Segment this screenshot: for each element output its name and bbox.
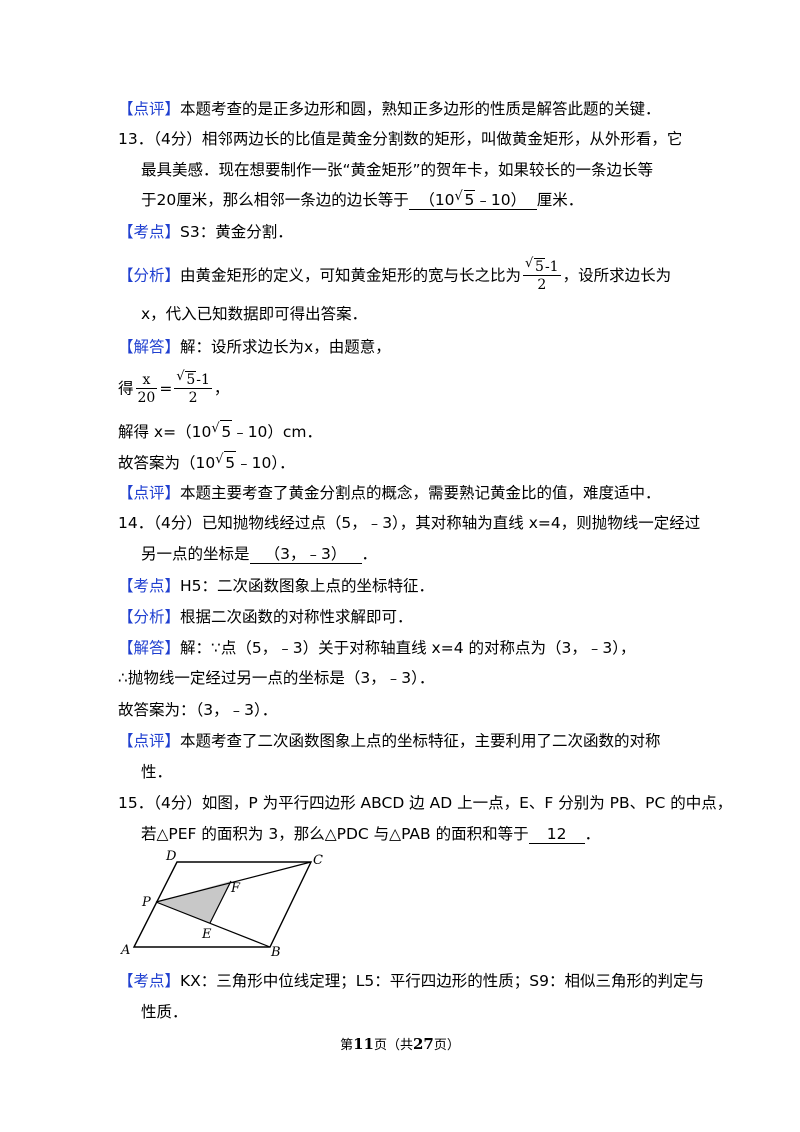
q15-kaodian2: 性质．: [141, 1003, 188, 1021]
q13-de: 得: [118, 379, 134, 398]
q13-line1: 13．（4分）相邻两边长的比值是黄金分割数的矩形，叫做黄金矩形，从外形看，它: [118, 130, 683, 148]
page-total: 27: [413, 1035, 434, 1053]
kaodian-tag: 【考点】: [118, 223, 181, 241]
q14-answer-blank: （3，﹣3）: [249, 545, 362, 564]
page-number: 11: [353, 1035, 374, 1053]
dianping-tag: 【点评】: [118, 100, 181, 118]
q13-kaodian-text: S3：黄金分割．: [180, 223, 293, 241]
q13-fenxi-pre: 由黄金矩形的定义，可知黄金矩形的宽与长之比为: [180, 266, 522, 285]
q13-fenxi-post: ，设所求边长为: [562, 266, 672, 285]
segment-pc: [155, 861, 312, 903]
q15-answer-blank: 12: [528, 825, 585, 844]
q13-answer-blank: （10√5﹣10）: [408, 189, 537, 210]
label-p: P: [141, 895, 151, 910]
q13-line2: 最具美感．现在想要制作一张“黄金矩形”的贺年卡，如果较长的一条边长等: [141, 161, 654, 179]
parallelogram-figure: D C P F E A B: [120, 849, 323, 960]
q14-dianping: 【点评】本题考查了二次函数图象上点的坐标特征，主要利用了二次函数的对称: [118, 732, 661, 750]
comment-line: 【点评】本题考查的是正多边形和圆，熟知正多边形的性质是解答此题的关键．: [118, 98, 661, 120]
comment-text: 本题考查的是正多边形和圆，熟知正多边形的性质是解答此题的关键．: [180, 100, 661, 118]
segment-pb: [155, 901, 271, 948]
segment-ef: [209, 880, 232, 924]
q13-line3-post: 厘米．: [536, 191, 584, 209]
q14-line2: 另一点的坐标是（3，﹣3）．: [141, 545, 378, 564]
q13-line3: 于20厘米，那么相邻一条边的边长等于（10√5﹣10）厘米．: [141, 189, 583, 211]
q15-kaodian: 【考点】KX：三角形中位线定理；L5：平行四边形的性质；S9：相似三角形的判定与: [118, 972, 704, 990]
label-f: F: [230, 881, 241, 896]
label-b: B: [270, 945, 281, 960]
label-c: C: [313, 853, 323, 868]
q14-guda: 故答案为：（3，﹣3）．: [118, 701, 278, 719]
q13-jieda: 【解答】解：设所求边长为x，由题意，: [118, 336, 391, 358]
label-d: D: [165, 849, 177, 864]
q13-dianping: 【点评】本题主要考查了黄金分割点的概念，需要熟记黄金比的值，难度适中．: [118, 484, 661, 502]
q13-answer-pre: （10: [419, 191, 455, 209]
shaded-triangle-pef: [156, 881, 231, 923]
q13-guda: 故答案为（10√5﹣10）．: [118, 451, 295, 472]
parallelogram-abcd: [132, 861, 313, 948]
q13-jieda-text: 解：设所求边长为x，由题意，: [180, 338, 391, 356]
q14-fenxi: 【分析】根据二次函数的对称性求解即可．: [118, 608, 413, 626]
page-footer: 第11页（共27页）: [340, 1035, 460, 1053]
q13-guda-sqrt: √5: [215, 451, 237, 472]
q13-kaodian: 【考点】S3：黄金分割．: [118, 221, 293, 243]
q13-answer-post: ﹣10）: [475, 191, 527, 209]
label-e: E: [201, 927, 212, 942]
q14-line1: 14．（4分）已知抛物线经过点（5，﹣3），其对称轴为直线 x=4，则抛物线一定…: [118, 514, 701, 532]
q14-kaodian: 【考点】H5：二次函数图象上点的坐标特征．: [118, 577, 435, 595]
q14-jieda: 【解答】解：∵点（5，﹣3）关于对称轴直线 x=4 的对称点为（3，﹣3），: [118, 639, 636, 657]
q13-eq-sign: =: [159, 379, 173, 398]
q13-jiede-sqrt: √5: [211, 420, 233, 441]
q14-dianping2: 性．: [141, 763, 173, 781]
jieda-tag: 【解答】: [118, 338, 181, 356]
q13-answer-sqrt: √5: [454, 189, 476, 209]
q13-jiede: 解得 x=（10√5﹣10）cm．: [118, 420, 323, 441]
fenxi-tag: 【分析】: [118, 266, 181, 285]
q15-line1: 15．（4分）如图，P 为平行四边形 ABCD 边 AD 上一点，E、F 分别为…: [118, 794, 733, 812]
q14-so: ∴抛物线一定经过另一点的坐标是（3，﹣3）．: [118, 669, 435, 687]
q13-fenxi-line2: x，代入已知数据即可得出答案．: [141, 305, 368, 323]
label-a: A: [120, 943, 130, 958]
q13-line3-pre: 于20厘米，那么相邻一条边的边长等于: [141, 191, 409, 209]
